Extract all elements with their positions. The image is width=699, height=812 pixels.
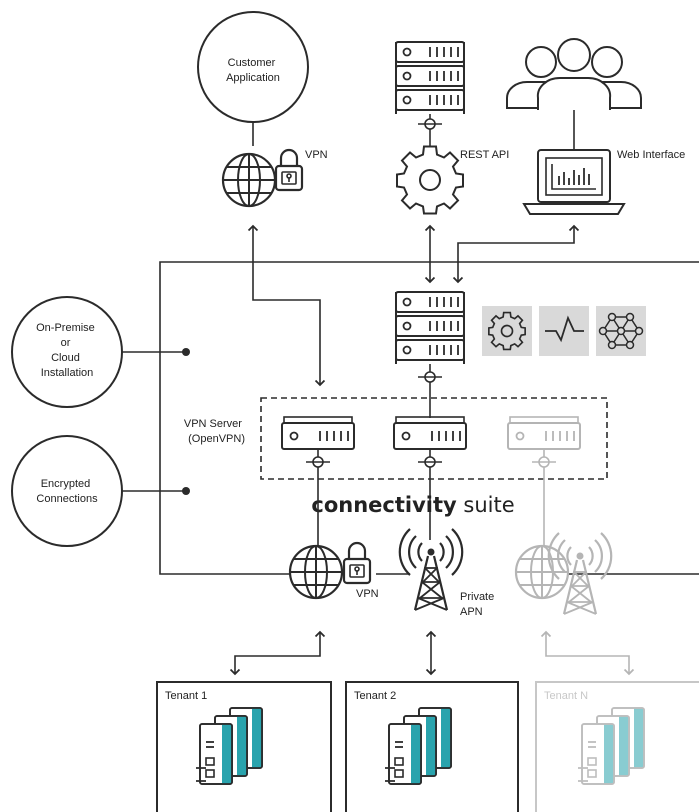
arrow-customer-vpn <box>247 224 326 387</box>
tenant-n-box: Tenant N <box>535 681 699 812</box>
svg-text:On-Premise or Clou: On-Premise or Cloud Installation <box>36 322 98 379</box>
globe-icon <box>221 152 277 208</box>
tenant-n-label: Tenant N <box>544 690 588 702</box>
vpn-server-label: VPN Server (OpenVPN) <box>184 418 245 445</box>
vpn-server-device-2 <box>393 416 467 450</box>
tenant-1-box: Tenant 1 <box>156 681 332 812</box>
tenant-2-label: Tenant 2 <box>354 690 396 702</box>
settings-tile-icon <box>482 306 532 356</box>
gear-icon <box>396 145 464 215</box>
tenant-1-label: Tenant 1 <box>165 690 207 702</box>
vpn-top-label: VPN <box>305 149 328 161</box>
lock-icon <box>274 148 304 192</box>
rest-api-label: REST API <box>460 149 509 161</box>
globe-icon <box>514 544 570 600</box>
router-stack-icon <box>195 707 263 785</box>
web-interface-label: Web Interface <box>617 149 685 161</box>
svg-text:Encrypted Connections: Encrypted Connections <box>36 478 98 505</box>
monitoring-tile-icon <box>539 306 589 356</box>
vpn-bottom-label: VPN <box>356 588 379 600</box>
vpn-server-group <box>260 397 608 480</box>
customer-application-node: Customer Application <box>197 11 309 123</box>
private-apn-label: Private APN <box>460 591 497 618</box>
customer-application-label: Customer Application <box>226 57 280 84</box>
vpn-server-device-1 <box>281 416 355 450</box>
router-stack-icon <box>384 707 452 785</box>
vpn-server-device-n <box>507 416 581 450</box>
central-server-icon <box>395 291 465 364</box>
router-stack-icon <box>577 707 645 785</box>
brand-wordmark: connectivity suite <box>311 493 514 517</box>
encrypted-connections-callout: Encrypted Connections <box>11 435 190 547</box>
tenant-2-box: Tenant 2 <box>345 681 519 812</box>
on-premise-callout: On-Premise or Cloud Installation <box>11 296 190 408</box>
antenna-tower-icon <box>398 527 464 612</box>
users-icon <box>506 38 642 110</box>
network-tile-icon <box>596 306 646 356</box>
laptop-icon <box>522 149 626 215</box>
arrow-web-interface <box>452 224 580 284</box>
arrow-tenant-n <box>540 630 635 676</box>
arrow-tenant-1 <box>229 630 326 676</box>
lock-icon <box>342 541 372 585</box>
rest-server-icon <box>395 41 465 114</box>
globe-icon <box>288 544 344 600</box>
